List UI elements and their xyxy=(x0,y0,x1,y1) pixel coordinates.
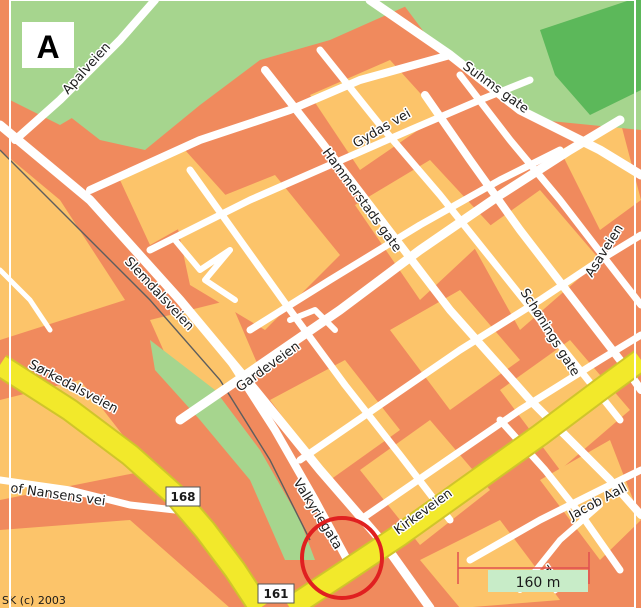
street-valkyriegata xyxy=(226,356,354,569)
panel-label-text: A xyxy=(36,29,59,65)
scale-label: 160 m xyxy=(516,575,561,591)
street-mid-1 xyxy=(146,76,534,254)
street-suhms-gate xyxy=(365,0,641,180)
street-gydas-vei xyxy=(86,51,454,194)
street-cross-2 xyxy=(316,46,624,424)
street-gardeveien xyxy=(175,115,625,425)
location-marker-circle xyxy=(300,516,384,600)
copyright-notice: SK (c) 2003 xyxy=(0,592,104,608)
panel-label: A xyxy=(22,22,74,68)
road-number-161-text: 161 xyxy=(263,587,288,601)
road-kirkeveien xyxy=(284,351,641,608)
road-number-161: 161 xyxy=(257,583,295,604)
street-cul-de-sac-1 xyxy=(172,237,238,303)
street-jacob-aall xyxy=(466,466,641,564)
street-mid-2 xyxy=(246,146,564,334)
street-cross-3 xyxy=(456,71,641,309)
road-number-168-text: 168 xyxy=(170,490,195,504)
road-number-168: 168 xyxy=(165,486,201,507)
park-corridor xyxy=(150,340,315,560)
map-frame xyxy=(9,0,636,608)
green-areas xyxy=(10,0,641,560)
street-nansens-vei xyxy=(0,476,179,514)
park-north xyxy=(55,0,420,150)
copyright-text: SK (c) 2003 xyxy=(2,594,66,607)
park-dark xyxy=(540,0,641,115)
scale-bar: 160 m xyxy=(457,552,590,592)
street-hammerstads-gate xyxy=(261,66,641,519)
street-cul-de-sac-2 xyxy=(287,307,338,333)
street-apalveien xyxy=(11,0,159,144)
street-cross-1 xyxy=(186,166,454,524)
railway-line xyxy=(0,149,311,541)
street-mid-4 xyxy=(356,331,641,524)
